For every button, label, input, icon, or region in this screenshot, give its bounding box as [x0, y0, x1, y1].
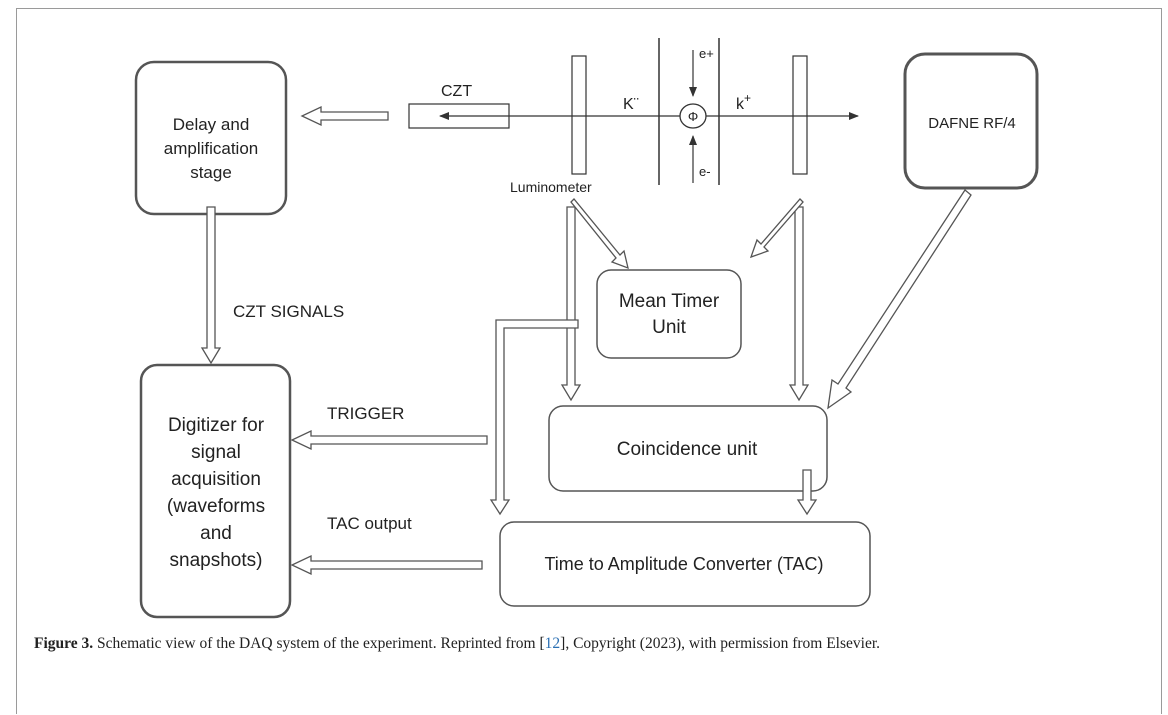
- tac-box: [499, 521, 871, 607]
- luminometer-label: Luminometer: [510, 179, 592, 195]
- electron-label: e-: [699, 164, 711, 179]
- delay-box-line-1: Delay and: [173, 115, 250, 134]
- caption-text-after-ref: ], Copyright (2023), with permission fro…: [560, 635, 881, 652]
- coincidence-box-label: Coincidence unit: [617, 439, 758, 460]
- czt-to-delay-arrow: [300, 105, 389, 127]
- caption-text-before-ref: Schematic view of the DAQ system of the …: [93, 635, 545, 652]
- coincidence-to-tac-arrow: [796, 469, 818, 516]
- daq-schematic-diagram: Delay and amplification stage DAFNE RF/4…: [134, 38, 1039, 619]
- kplus-label-superscript: +: [744, 91, 751, 105]
- mean-timer-line-2: Unit: [652, 317, 687, 338]
- digitizer-box: [139, 363, 292, 619]
- kplus-label-main: k: [736, 96, 745, 113]
- czt-signals-label: CZT SIGNALS: [233, 302, 344, 321]
- czt-label: CZT: [441, 83, 472, 100]
- mean-timer-line-1: Mean Timer: [619, 291, 720, 312]
- tac-output-label: TAC output: [327, 514, 412, 533]
- dafne-to-coincidence-arrow: [827, 189, 972, 410]
- figure-label: Figure 3.: [34, 635, 94, 652]
- digitizer-line-3: acquisition: [171, 469, 261, 490]
- figure-caption: Figure 3. Schematic view of the DAQ syst…: [34, 633, 1144, 654]
- trigger-label: TRIGGER: [327, 404, 404, 423]
- digitizer-line-2: signal: [191, 442, 241, 463]
- digitizer-line-4: (waveforms: [167, 496, 265, 517]
- positron-label: e+: [699, 46, 714, 61]
- kplus-label: k+: [736, 91, 751, 113]
- mean-timer-to-tac-arrow: [489, 319, 579, 516]
- caption-reference-link[interactable]: 12: [544, 635, 561, 652]
- right-luminometer-to-mean-timer-arrow: [749, 198, 804, 259]
- figure-frame: [16, 8, 1162, 714]
- right-luminometer-to-coincidence-arrow: [788, 206, 810, 402]
- interaction-point-circle: [679, 103, 707, 129]
- dafne-box: [903, 52, 1039, 190]
- delay-box-line-2: amplification: [164, 139, 259, 158]
- tac-output-arrow: [290, 554, 483, 576]
- delay-amplification-box: [134, 60, 288, 216]
- left-luminometer-to-coincidence-arrow: [560, 206, 582, 402]
- kminus-label: K¨: [623, 96, 639, 113]
- left-luminometer-to-mean-timer-arrow: [570, 198, 629, 270]
- digitizer-line-5: and: [200, 523, 232, 544]
- digitizer-line-6: snapshots): [170, 550, 263, 571]
- mean-timer-box: [596, 269, 742, 359]
- czt-signals-arrow: [200, 206, 222, 365]
- tac-box-label: Time to Amplitude Converter (TAC): [544, 554, 823, 574]
- luminometer-left-plate: [571, 55, 587, 175]
- delay-box-line-3: stage: [190, 163, 232, 182]
- dafne-box-label: DAFNE RF/4: [928, 115, 1016, 132]
- coincidence-box: [548, 405, 828, 492]
- digitizer-line-1: Digitizer for: [168, 415, 265, 436]
- interaction-point-label: Φ: [688, 109, 698, 124]
- luminometer-right-plate: [792, 55, 808, 175]
- trigger-arrow: [290, 429, 488, 451]
